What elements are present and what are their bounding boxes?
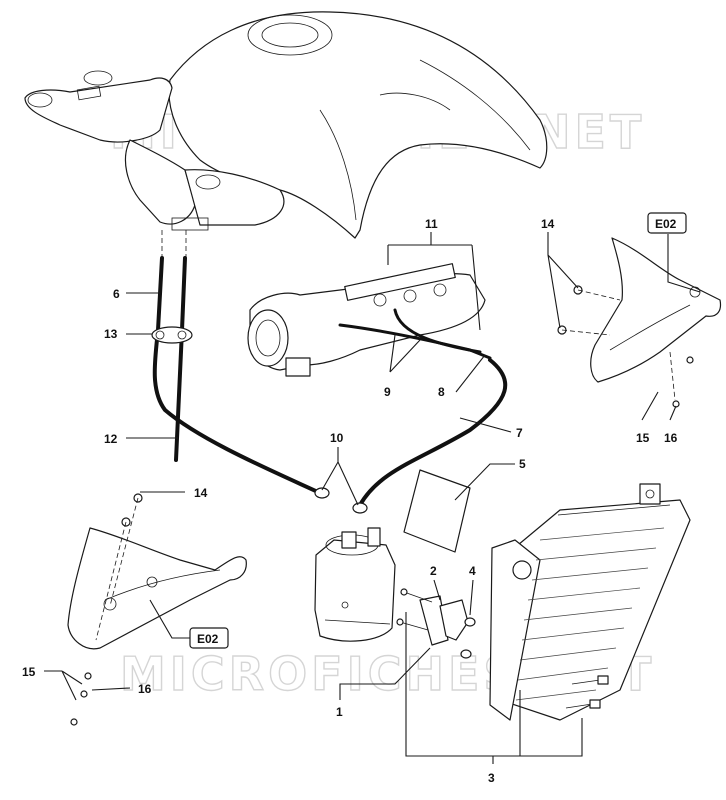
callout-12: 12 <box>104 432 118 446</box>
hose-7 <box>358 358 508 507</box>
hose-clip-13 <box>151 326 193 344</box>
callout-16-right: 16 <box>664 431 678 445</box>
washer-4 <box>460 617 476 659</box>
radiator <box>489 483 691 721</box>
callout-14-left: 14 <box>194 486 208 500</box>
callout-8: 8 <box>438 385 445 399</box>
side-fairing-right <box>557 237 722 408</box>
callout-1: 1 <box>336 705 343 719</box>
hose-6 <box>152 256 320 494</box>
callout-15-left: 15 <box>22 665 36 679</box>
callout-13: 13 <box>104 327 118 341</box>
evap-canister-1 <box>314 527 396 642</box>
callout-5: 5 <box>519 457 526 471</box>
radiator-fins <box>515 527 665 701</box>
ref-box-e02-right: E02 <box>647 212 687 234</box>
fuel-tank <box>168 11 548 239</box>
hose-clamp-10a <box>314 487 330 499</box>
callout-9: 9 <box>384 385 391 399</box>
hose-12 <box>174 256 187 462</box>
ref-label-e02-right: E02 <box>655 217 677 231</box>
cover-plate-5 <box>403 469 471 553</box>
callout-10: 10 <box>330 431 344 445</box>
callout-4: 4 <box>469 564 476 578</box>
ref-box-e02-left: E02 <box>189 627 229 649</box>
callout-16-left: 16 <box>138 682 152 696</box>
callout-11: 11 <box>425 217 438 231</box>
radiator-bolts <box>565 675 609 709</box>
callout-6: 6 <box>113 287 120 301</box>
side-fairing-left <box>67 493 247 726</box>
callout-14-right: 14 <box>541 217 555 231</box>
callout-15-right: 15 <box>636 431 650 445</box>
callout-7: 7 <box>516 426 523 440</box>
bolt-set-canister <box>396 588 433 631</box>
bracket-2 <box>419 595 469 646</box>
hose-clamp-10b <box>352 502 368 514</box>
ref-label-e02-left: E02 <box>197 632 219 646</box>
callout-2: 2 <box>430 564 437 578</box>
throttle-body-assembly <box>247 263 492 377</box>
callout-3: 3 <box>488 771 495 785</box>
tank-front-bracket <box>24 70 285 231</box>
leader-lines <box>44 232 701 764</box>
